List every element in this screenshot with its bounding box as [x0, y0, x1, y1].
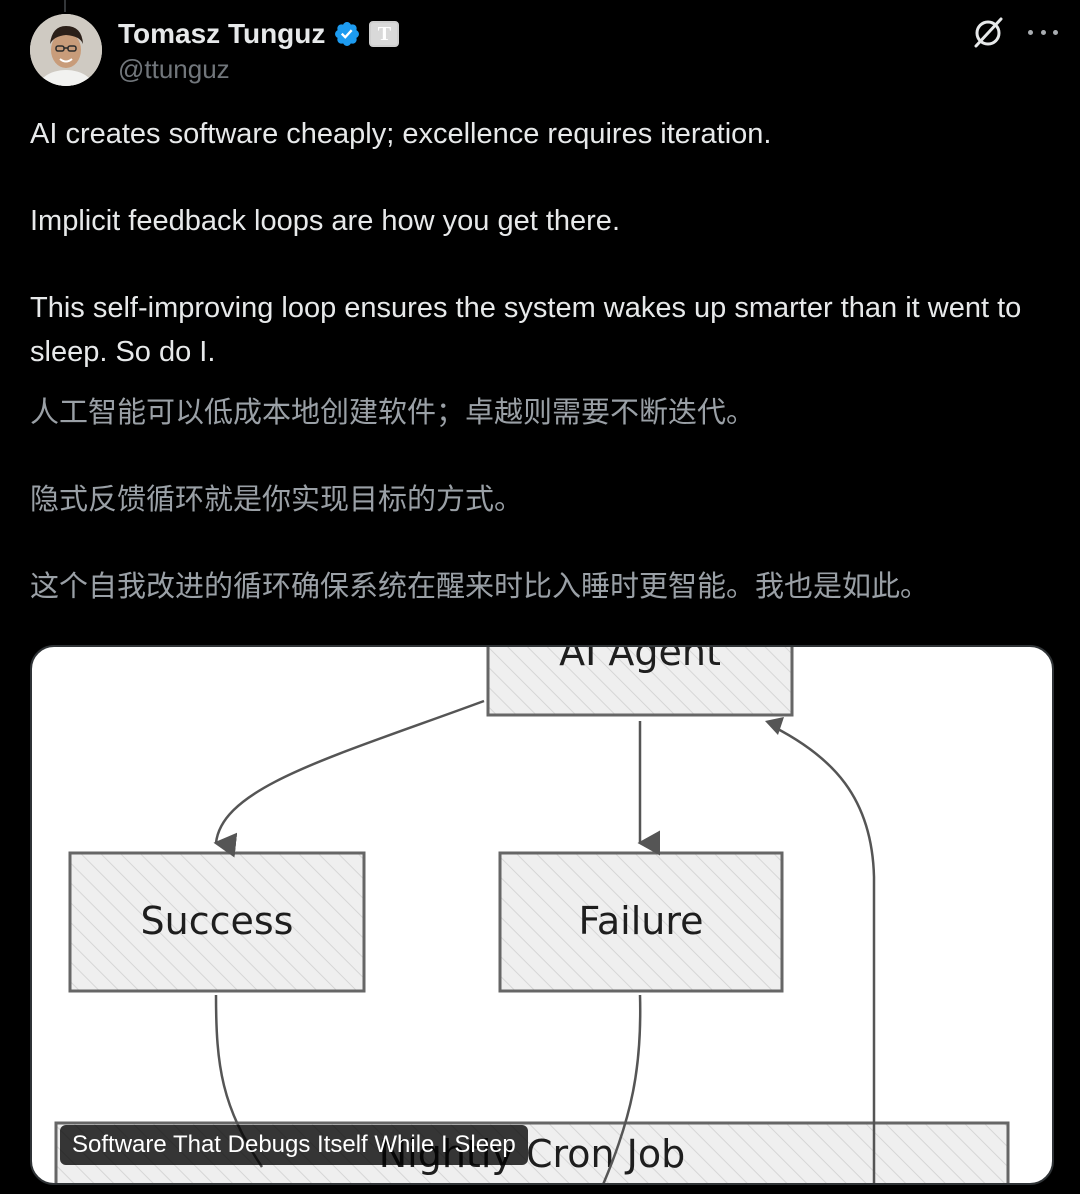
- diagram-node-agent: AI Agent: [486, 647, 794, 717]
- dot-icon: [1040, 29, 1046, 35]
- grok-icon[interactable]: [970, 14, 1006, 50]
- dot-icon: [1028, 29, 1033, 35]
- display-name[interactable]: Tomasz Tunguz: [118, 18, 326, 49]
- media-card[interactable]: AI Agent Success Failure Nightly Cron Jo…: [30, 645, 1054, 1185]
- translation-paragraph: 这个自我改进的循环确保系统在醒来时比入睡时更智能。我也是如此。: [30, 569, 930, 603]
- avatar-photo: [30, 14, 102, 86]
- name-row: Tomasz Tunguz T: [118, 16, 400, 52]
- thread-connector-line: [64, 0, 66, 12]
- tweet-header: Tomasz Tunguz T @ttunguz: [30, 14, 1060, 88]
- diagram-node-success: Success: [68, 851, 366, 993]
- node-label-success: Success: [141, 899, 294, 943]
- node-label-failure: Failure: [578, 899, 703, 943]
- dot-icon: [1053, 29, 1058, 35]
- tweet-paragraph: This self-improving loop ensures the sys…: [30, 292, 1022, 368]
- tweet-text: AI creates software cheaply; excellence …: [30, 112, 1040, 374]
- media-caption: Software That Debugs Itself While I Slee…: [60, 1125, 528, 1165]
- more-options-icon[interactable]: [1028, 18, 1058, 46]
- tweet-paragraph: AI creates software cheaply; excellence …: [30, 118, 772, 150]
- arrow-agent-to-success: [213, 699, 485, 858]
- handle[interactable]: @ttunguz: [118, 54, 230, 84]
- tweet-paragraph: Implicit feedback loops are how you get …: [30, 205, 620, 237]
- diagram-image: AI Agent Success Failure Nightly Cron Jo…: [54, 647, 1010, 1183]
- translation-paragraph: 人工智能可以低成本地创建软件；卓越则需要不断迭代。: [30, 395, 756, 429]
- arrow-failure-to-cron: [602, 994, 642, 1183]
- node-label-agent: AI Agent: [559, 647, 721, 674]
- affiliate-badge[interactable]: T: [369, 21, 400, 47]
- tweet-translation: 人工智能可以低成本地创建软件；卓越则需要不断迭代。 隐式反馈循环就是你实现目标的…: [30, 390, 1040, 608]
- arrow-cron-to-agent: [773, 725, 876, 1183]
- verified-badge-icon[interactable]: [333, 20, 361, 48]
- avatar[interactable]: [30, 14, 102, 86]
- translation-paragraph: 隐式反馈循环就是你实现目标的方式。: [30, 482, 524, 516]
- diagram-node-failure: Failure: [498, 851, 784, 993]
- arrowhead-cron-to-agent: [765, 717, 784, 735]
